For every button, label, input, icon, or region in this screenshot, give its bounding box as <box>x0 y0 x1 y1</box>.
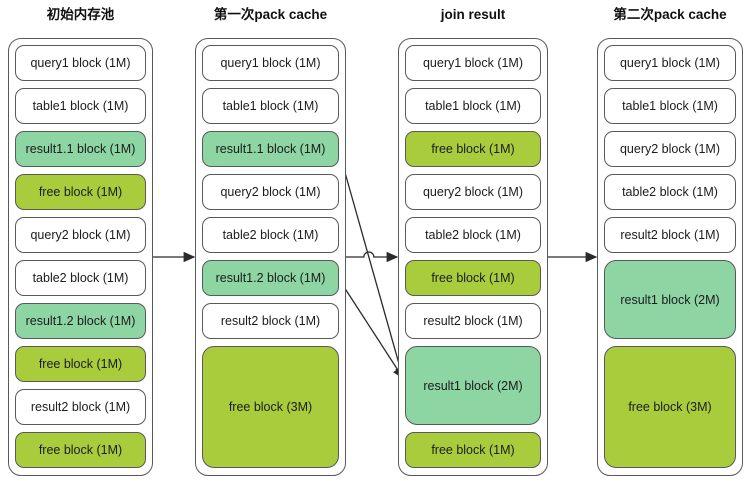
block-result2-block-1m: result2 block (1M) <box>604 217 736 253</box>
arrow-merge-result1.2-block-1m <box>337 278 404 380</box>
block-result2-block-1m: result2 block (1M) <box>405 303 541 339</box>
block-free-block-3m: free block (3M) <box>202 346 339 468</box>
block-table2-block-1m: table2 block (1M) <box>405 217 541 253</box>
block-query2-block-1m: query2 block (1M) <box>15 217 146 253</box>
block-result1.1-block-1m: result1.1 block (1M) <box>15 131 146 167</box>
block-free-block-1m: free block (1M) <box>405 131 541 167</box>
column-title-pack-cache: 第二次pack cache <box>613 7 727 22</box>
block-table2-block-1m: table2 block (1M) <box>15 260 146 296</box>
block-table2-block-1m: table2 block (1M) <box>604 174 736 210</box>
block-free-block-1m: free block (1M) <box>405 432 541 468</box>
block-query1-block-1m: query1 block (1M) <box>15 45 146 81</box>
block-query2-block-1m: query2 block (1M) <box>202 174 339 210</box>
block-table1-block-1m: table1 block (1M) <box>202 88 339 124</box>
block-free-block-1m: free block (1M) <box>405 260 541 296</box>
memory-pool-3: query1 block (1M) table1 block (1M) free b… <box>398 38 548 476</box>
block-query1-block-1m: query1 block (1M) <box>405 45 541 81</box>
block-table1-block-1m: table1 block (1M) <box>604 88 736 124</box>
column-title-join-result: join result <box>440 7 506 22</box>
memory-pool-2: query1 block (1M) table1 block (1M) result… <box>195 38 346 476</box>
block-result1-block-2m: result1 block (2M) <box>405 346 541 425</box>
block-result1-block-2m: result1 block (2M) <box>604 260 736 339</box>
column-title-: 初始内存池 <box>46 7 115 22</box>
block-result1.2-block-1m: result1.2 block (1M) <box>202 260 339 296</box>
block-result1.1-block-1m: result1.1 block (1M) <box>202 131 339 167</box>
block-query1-block-1m: query1 block (1M) <box>202 45 339 81</box>
memory-pool-1: query1 block (1M) table1 block (1M) result… <box>8 38 153 476</box>
block-table1-block-1m: table1 block (1M) <box>15 88 146 124</box>
block-result2-block-1m: result2 block (1M) <box>15 389 146 425</box>
block-free-block-3m: free block (3M) <box>604 346 736 468</box>
column-title-pack-cache: 第一次pack cache <box>213 7 328 22</box>
block-result2-block-1m: result2 block (1M) <box>202 303 339 339</box>
arrow-col2-to-col3 <box>346 251 399 263</box>
block-query1-block-1m: query1 block (1M) <box>604 45 736 81</box>
block-table1-block-1m: table1 block (1M) <box>405 88 541 124</box>
block-query2-block-1m: query2 block (1M) <box>405 174 541 210</box>
memory-pool-4: query1 block (1M) table1 block (1M) query2… <box>597 38 743 476</box>
block-result1.2-block-1m: result1.2 block (1M) <box>15 303 146 339</box>
block-free-block-1m: free block (1M) <box>15 346 146 382</box>
block-query2-block-1m: query2 block (1M) <box>604 131 736 167</box>
arrow-merge-result1.1-block-1m <box>337 149 406 380</box>
block-free-block-1m: free block (1M) <box>15 174 146 210</box>
block-free-block-1m: free block (1M) <box>15 432 146 468</box>
block-table2-block-1m: table2 block (1M) <box>202 217 339 253</box>
